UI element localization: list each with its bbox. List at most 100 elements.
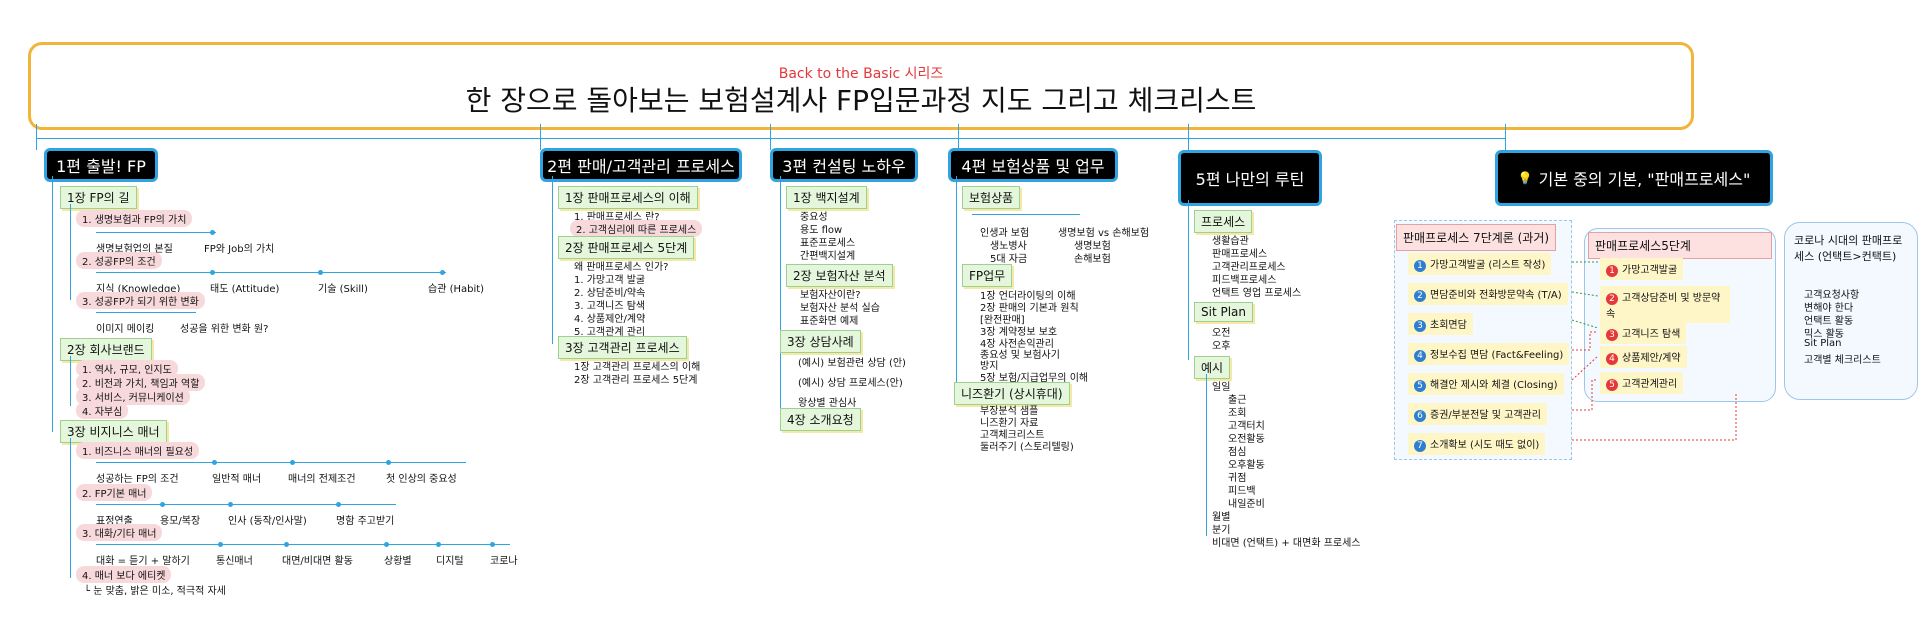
p1-c3-sub3-a: 대화 = 듣기 + 말하기 <box>96 556 190 567</box>
part1-header: 1편 출발! FP <box>44 148 158 182</box>
part3-header: 3편 컨설팅 노하우 <box>770 148 918 182</box>
p5-chapter3: 예시 <box>1194 356 1231 379</box>
step-number-badge: 5 <box>1606 379 1618 391</box>
connector <box>540 124 541 150</box>
part5-header: 5편 나만의 루틴 <box>1178 150 1322 206</box>
step-number-badge: 5 <box>1414 380 1426 392</box>
p5-c1-item5: 언택트 영업 프로세스 <box>1212 288 1302 299</box>
p1-c1-sub3-b: 성공을 위한 변화 원? <box>180 324 269 335</box>
p5-c3-item7: 오후활동 <box>1228 460 1265 471</box>
panel-covid-title: 코로나 시대의 판매프로세스 (언택트>컨택트) <box>1794 234 1903 263</box>
node-dot <box>160 502 165 507</box>
step7-item3-label: 초회면담 <box>1430 320 1467 331</box>
p5-c1-item2: 판매프로세스 <box>1212 249 1268 260</box>
node-dot <box>336 502 341 507</box>
p1-c2-item3: 3. 서비스, 커뮤니케이션 <box>76 388 190 405</box>
node-dot <box>210 270 215 275</box>
p1-c1-sub2-d: 습관 (Habit) <box>428 284 485 295</box>
p4-c1-item4: 생명보험 <box>1074 241 1111 252</box>
p4-c1-item3: 생노병사 <box>990 241 1027 252</box>
connector <box>96 462 466 463</box>
step-number-badge: 4 <box>1414 350 1426 362</box>
part2-trunk <box>552 176 553 344</box>
p1-c3-sub2-d: 명함 주고받기 <box>336 516 395 527</box>
p1-c3-sub1-a: 성공하는 FP의 조건 <box>96 474 179 485</box>
step7-item6-label: 증권/부분전달 및 고객관리 <box>1430 410 1541 421</box>
node-dot <box>384 542 389 547</box>
panel-covid <box>1784 222 1918 400</box>
step-number-badge: 7 <box>1414 440 1426 452</box>
p4-chapter1: 보험상품 <box>962 186 1021 209</box>
p2-chapter2: 2장 판매프로세스 5단계 <box>558 236 695 259</box>
covid-item4: 믹스 활동 <box>1804 329 1844 340</box>
map-line <box>1572 392 1737 441</box>
part6-header-label: 기본 중의 기본, "판매프로세스" <box>1538 170 1751 189</box>
connector <box>1188 124 1189 150</box>
p5-c3-item6: 점심 <box>1228 447 1247 458</box>
p1-c3-sub1-d: 첫 인상의 중요성 <box>386 474 457 485</box>
node-dot <box>210 230 215 235</box>
p5-c3-item13: 비대면 (언택트) + 대면화 프로세스 <box>1212 538 1361 549</box>
map-line <box>1572 331 1598 351</box>
p5-c3-item12: 분기 <box>1212 525 1231 536</box>
p1-chapter1: 1장 FP의 길 <box>60 186 137 209</box>
p1-c1-item2: 2. 성공FP의 조건 <box>76 252 162 269</box>
p1-c2-item4: 4. 자부심 <box>76 402 129 419</box>
connector <box>96 504 396 505</box>
panel-7steps-title: 판매프로세스 7단계론 (과거) <box>1396 224 1557 251</box>
connector <box>70 356 71 406</box>
p1-c3-sub1-b: 일반적 매너 <box>212 474 262 485</box>
node-dot <box>386 460 391 465</box>
panel-5steps-title: 판매프로세스5단계 <box>1588 232 1772 259</box>
step7-item4-label: 정보수집 면담 (Fact&Feeling) <box>1430 350 1564 361</box>
p4-chapter2: FP업무 <box>962 264 1013 287</box>
p1-c2-item1: 1. 역사, 규모, 인지도 <box>76 360 178 377</box>
map-line <box>1571 291 1599 297</box>
p1-c3-sub2-b: 용모/복장 <box>160 516 201 527</box>
p4-c2-item1: 1장 언더라이팅의 이해 <box>980 291 1076 302</box>
p4-c1-item2: 생명보험 vs 손해보험 <box>1058 228 1150 239</box>
connector <box>96 544 510 545</box>
step5-item3-label: 고객니즈 탐색 <box>1622 329 1681 340</box>
p1-c3-sub2-a: 표정연출 <box>96 516 133 527</box>
step7-item4: 4 정보수집 면담 (Fact&Feeling) <box>1408 343 1570 365</box>
p5-c3-item9: 피드백 <box>1228 486 1256 497</box>
p3-c3-item1: (예시) 보험관련 상담 (안) <box>798 358 906 369</box>
p5-c3-item3: 조회 <box>1228 408 1247 419</box>
p4-c1-item1: 인생과 보험 <box>980 228 1030 239</box>
p3-c2-item1: 보험자산이란? <box>800 290 861 301</box>
p1-c3-sub3-c: 대면/비대면 활동 <box>282 556 353 567</box>
p1-c3-sub4: └ 눈 맞춤, 밝은 미소, 적극적 자세 <box>84 586 226 597</box>
step5-item4-label: 상품제안/계약 <box>1622 353 1681 364</box>
p1-c3-item3: 3. 대화/기타 매너 <box>76 524 163 541</box>
p5-c3-item11: 월별 <box>1212 512 1231 523</box>
node-dot <box>284 542 289 547</box>
p3-chapter1: 1장 백지설계 <box>786 186 867 209</box>
p1-c3-sub1-c: 매너의 전제조건 <box>288 474 356 485</box>
p1-c3-sub3-e: 디지털 <box>436 556 464 567</box>
p4-c3-item3: 고객체크리스트 <box>980 430 1045 441</box>
node-dot <box>290 460 295 465</box>
covid-item3: 언택트 활동 <box>1804 316 1854 327</box>
p2-c2-item3: 3. 고객니즈 탐색 <box>574 301 646 312</box>
step7-item1-label: 가망고객발굴 (리스트 작성) <box>1430 260 1546 271</box>
node-dot <box>436 542 441 547</box>
step5-item5-label: 고객관계관리 <box>1622 379 1678 390</box>
p5-c3-item4: 고객터치 <box>1228 421 1265 432</box>
p3-c1-item4: 간편백지설계 <box>800 251 856 262</box>
p5-c2-item1: 오전 <box>1212 328 1231 339</box>
step5-item1-label: 가망고객발굴 <box>1622 265 1678 276</box>
connector <box>70 204 71 300</box>
p3-c1-item1: 중요성 <box>800 212 828 223</box>
p1-c1-sub2-c: 기술 (Skill) <box>318 284 368 295</box>
part4-header: 4편 보험상품 및 업무 <box>948 148 1118 182</box>
p3-c1-item3: 표준프로세스 <box>800 238 856 249</box>
connector <box>972 214 1080 215</box>
